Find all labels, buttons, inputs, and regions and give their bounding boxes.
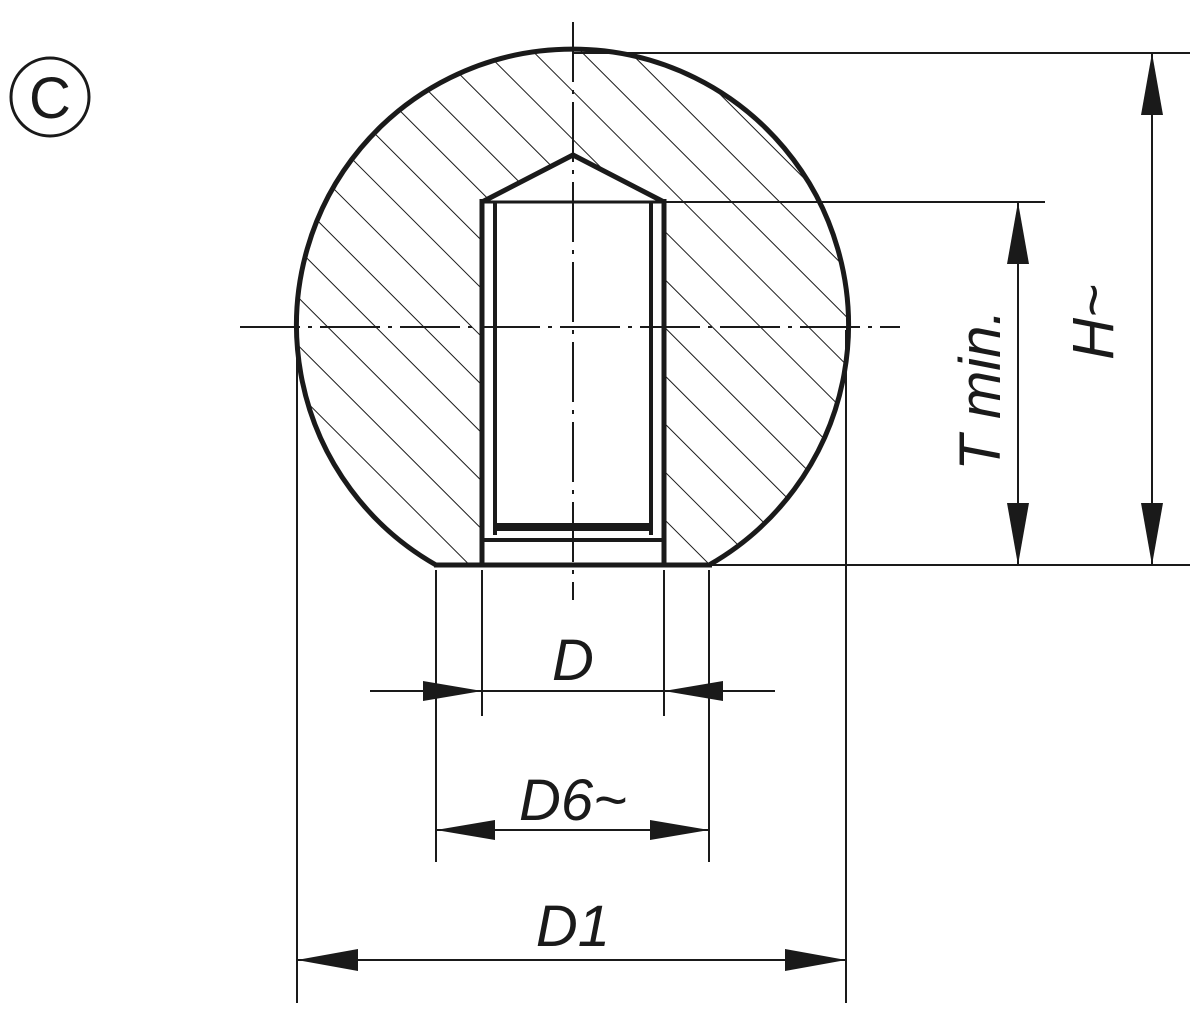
dimension-d6: D6~: [436, 768, 709, 840]
ball-section: [296, 49, 849, 565]
dim-h-arrow-top: [1141, 53, 1163, 115]
dim-d6-arrow-right: [650, 820, 709, 840]
dimension-t-min: T min.: [948, 202, 1029, 565]
dimension-d: D: [370, 628, 775, 701]
dim-d-arrow-left: [423, 681, 482, 701]
dim-d6-arrow-left: [436, 820, 495, 840]
dim-d1-arrow-right: [785, 949, 846, 971]
dim-t-arrow-top: [1007, 202, 1029, 264]
dim-d6-label: D6~: [519, 768, 627, 833]
ball-outline: [294, 46, 851, 568]
dim-d1-label: D1: [536, 894, 610, 959]
extension-lines: [296, 52, 1190, 1003]
center-lines: [240, 22, 900, 600]
variant-marker-circle: [9, 56, 91, 138]
dim-d-label: D: [552, 628, 594, 693]
dimension-h: H~: [1061, 53, 1163, 565]
hatched-material: [296, 49, 849, 565]
variant-marker: C: [9, 56, 91, 138]
dim-h-label: H~: [1061, 284, 1126, 360]
dim-t-label: T min.: [948, 309, 1013, 470]
dim-t-arrow-bottom: [1007, 503, 1029, 565]
dim-h-arrow-bottom: [1141, 503, 1163, 565]
variant-marker-letter: C: [29, 66, 71, 131]
dim-d-arrow-right: [664, 681, 723, 701]
dim-d1-arrow-left: [297, 949, 358, 971]
dimension-d1: D1: [297, 894, 846, 971]
